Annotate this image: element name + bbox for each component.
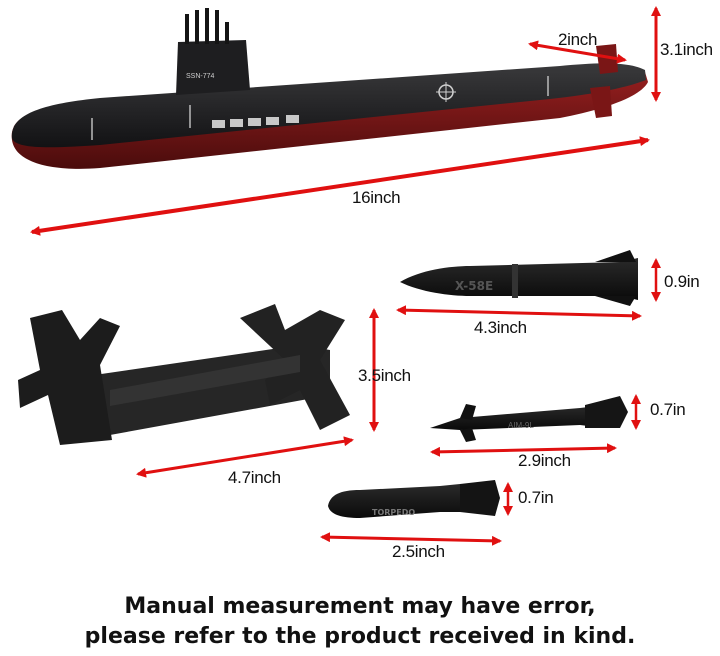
stand-height-label: 3.5inch: [358, 366, 411, 385]
missile-aim9l-length-label: 2.9inch: [518, 451, 571, 470]
torpedo-length-arrow: [320, 532, 502, 546]
stand-length-label: 4.7inch: [228, 468, 281, 487]
stand-length-arrow: [136, 436, 354, 478]
caption-line-2: please refer to the product received in …: [84, 624, 636, 649]
missile-aim9l-marking: AIM-9L: [508, 421, 534, 430]
submarine-hull-number: SSN-774: [186, 73, 215, 80]
submarine-length-arrow: [30, 136, 650, 236]
torpedo: TORPEDO: [328, 480, 500, 518]
submarine: SSN-774: [11, 8, 648, 169]
torpedo-length-label: 2.5inch: [392, 542, 445, 561]
missile-x58e-length-arrow: [396, 305, 642, 321]
missile-aim9l-length-arrow: [430, 443, 617, 457]
missile-x58e-marking: X-58E: [455, 279, 493, 293]
missile-aim9l: AIM-9L: [430, 396, 628, 442]
caption-line-1: Manual measurement may have error,: [124, 594, 596, 619]
submarine-length-label: 16inch: [352, 188, 401, 207]
missile-x58e-height-label: 0.9in: [664, 272, 700, 291]
missile-aim9l-height-label: 0.7in: [650, 400, 686, 419]
submarine-fin-label: 2inch: [558, 30, 598, 49]
torpedo-marking: TORPEDO: [372, 508, 415, 517]
torpedo-height-label: 0.7in: [518, 488, 554, 507]
submarine-height-label: 3.1inch: [660, 40, 713, 59]
submarine-fin-arrow: [528, 40, 627, 64]
missile-x58e: X-58E: [400, 250, 638, 306]
missile-x58e-length-label: 4.3inch: [474, 318, 527, 337]
display-stand: [18, 304, 350, 445]
